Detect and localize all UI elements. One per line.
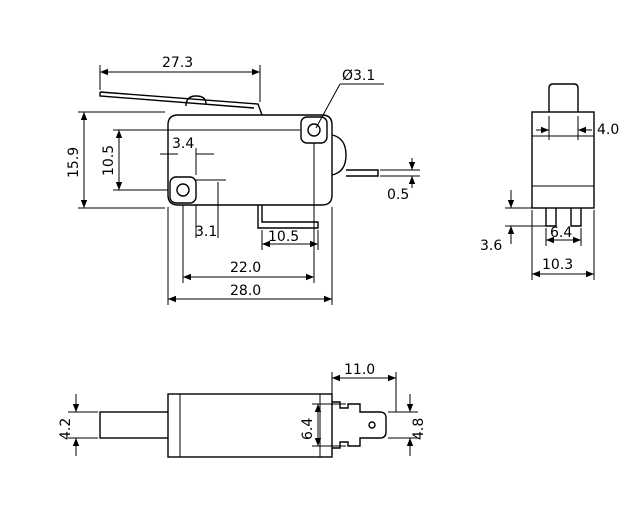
dim-plunger-width: 4.0 [597, 122, 619, 138]
dim-height-total: 15.9 [66, 147, 82, 178]
dim-hole-to-terminal: 3.1 [195, 224, 217, 240]
plunger [548, 83, 579, 112]
dim-terminal-spacing: 6.4 [550, 225, 572, 241]
common-terminal [346, 169, 379, 177]
dim-hole-diameter: Ø3.1 [342, 68, 375, 84]
side-view: 4.0 3.6 6.4 10.3 [480, 83, 619, 280]
bottom-body-outline [167, 393, 333, 458]
lever-roller [185, 95, 207, 107]
switch-body-outline [167, 114, 333, 206]
side-body-outline [531, 111, 595, 209]
dim-terminal-height: 6.4 [300, 418, 316, 440]
dim-hole-offset: 3.4 [172, 136, 194, 152]
front-view: 27.3 Ø3.1 15.9 10.5 3.4 3.1 0.5 [66, 55, 420, 305]
bottom-terminal-profile [332, 401, 387, 449]
switch-body-bump [331, 134, 347, 176]
dim-lever-width: 4.2 [58, 418, 74, 440]
dim-terminal-thickness: 0.5 [387, 187, 409, 203]
bottom-terminal [257, 205, 319, 229]
dim-terminal-width: 10.5 [268, 229, 299, 245]
dim-terminal-offset: 3.6 [480, 238, 502, 254]
dim-terminal-length: 11.0 [344, 362, 375, 378]
dim-terminal-tab: 4.8 [411, 418, 427, 440]
mounting-hole-bottom [169, 176, 197, 204]
dim-hole-spacing-h: 22.0 [230, 260, 261, 276]
dim-body-width: 10.3 [542, 257, 573, 273]
mounting-hole-top [300, 116, 328, 144]
dim-body-length: 28.0 [230, 283, 261, 299]
dim-lever-length: 27.3 [162, 55, 193, 71]
dim-hole-spacing-v: 10.5 [101, 145, 117, 176]
bottom-view: 4.2 11.0 6.4 4.8 [58, 362, 427, 458]
side-terminals [545, 208, 582, 227]
actuator-lever [99, 91, 263, 116]
